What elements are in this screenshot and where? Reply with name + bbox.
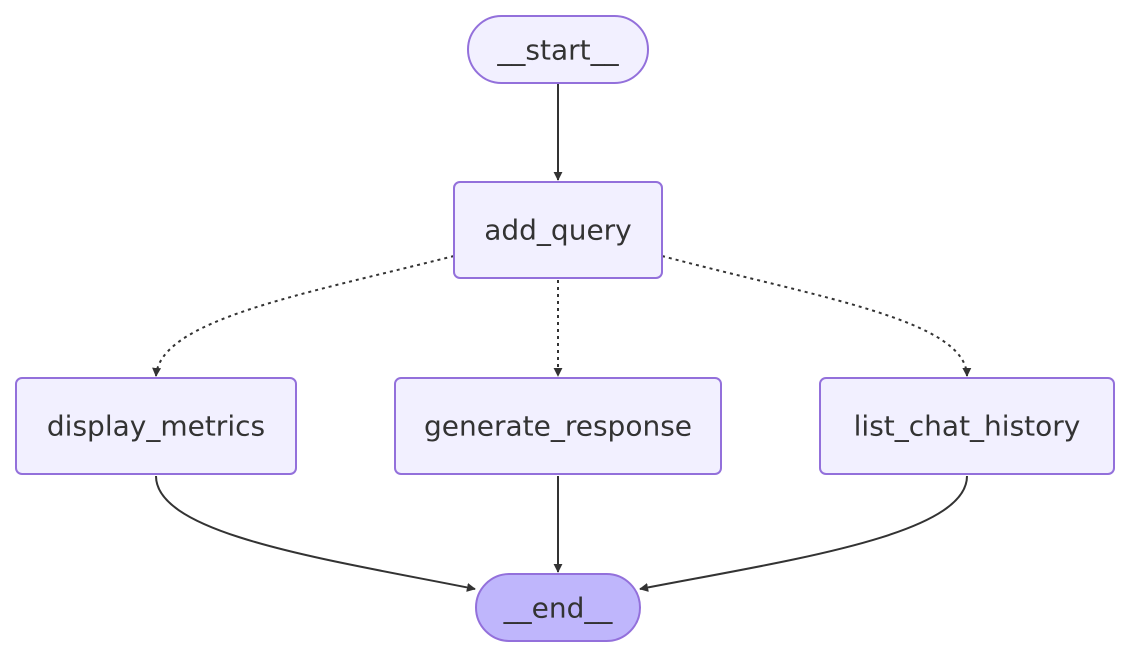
node-display-metrics[interactable]: display_metrics — [15, 377, 297, 475]
node-list-chat-history[interactable]: list_chat_history — [819, 377, 1115, 475]
node-display-metrics-shape — [15, 377, 297, 475]
node-generate-response-label: generate_response — [424, 410, 692, 443]
node-add-query[interactable]: add_query — [453, 181, 663, 279]
node-list-chat-history-label: list_chat_history — [854, 410, 1081, 443]
edges — [152, 83, 972, 592]
node-start[interactable]: __start__ — [467, 15, 649, 84]
node-end-label: __end__ — [503, 592, 614, 625]
node-end[interactable]: __end__ — [475, 573, 641, 642]
node-start-shape — [467, 15, 649, 84]
node-end-shape — [475, 573, 641, 642]
edge-list-chat-history-to-end — [639, 475, 968, 592]
edge-display-metrics-to-end — [155, 475, 476, 592]
node-add-query-shape — [453, 181, 663, 279]
node-add-query-label: add_query — [484, 214, 632, 247]
edge-add-query-to-display-metrics — [152, 255, 455, 377]
edge-add-query-to-list-chat-history — [661, 255, 972, 377]
node-generate-response[interactable]: generate_response — [394, 377, 722, 475]
node-generate-response-shape — [394, 377, 722, 475]
node-list-chat-history-shape — [819, 377, 1115, 475]
node-start-label: __start__ — [496, 34, 619, 67]
node-display-metrics-label: display_metrics — [47, 410, 265, 443]
